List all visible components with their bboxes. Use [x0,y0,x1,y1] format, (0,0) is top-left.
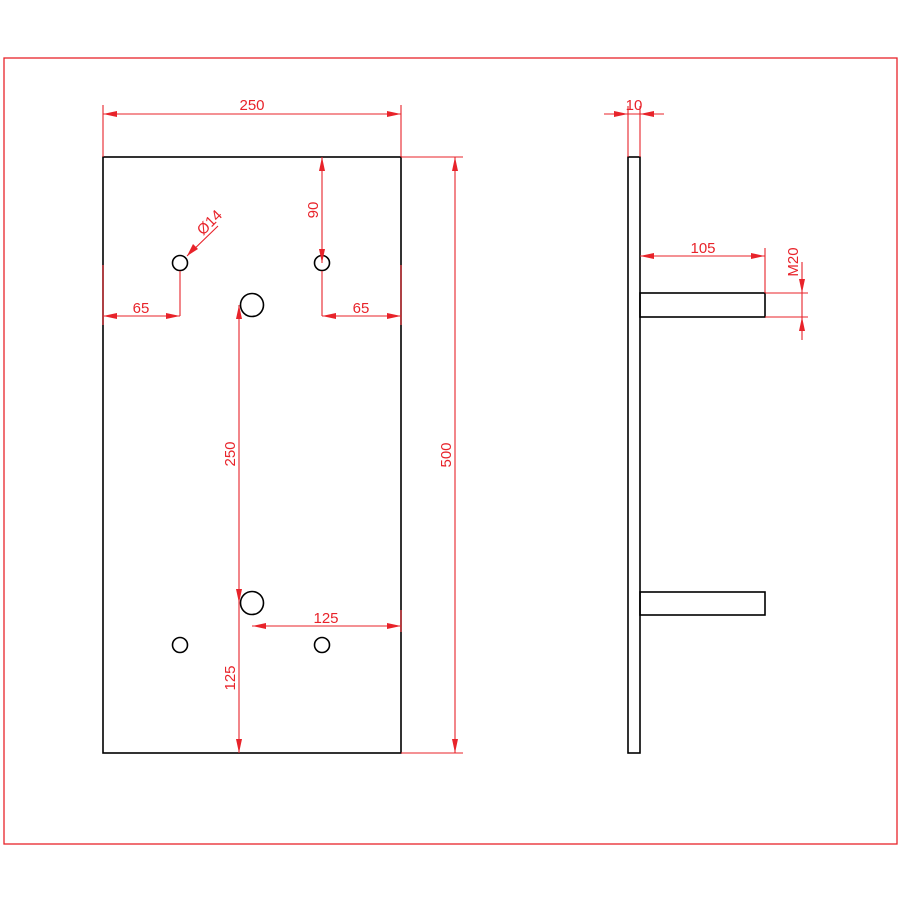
dim-text-height: 500 [438,442,455,467]
anchor-hole-top-left [171,254,189,272]
anchor-hole-bottom-right [313,636,331,654]
dimension-stud-offset-right: 125 [252,610,402,632]
dim-text-hole-offset-right: 65 [353,300,370,317]
dim-text-width: 250 [239,97,264,114]
stud-bottom [239,590,265,616]
dim-text-plate-thickness: 10 [626,97,643,114]
dim-text-stud-length: 105 [690,240,715,257]
dim-text-hole-offset-left: 65 [133,300,150,317]
dimension-stud-offset-bottom: 125 [222,603,242,753]
side-view: 10 105 M20 [604,97,808,754]
dim-text-hole-offset-top: 90 [305,202,322,219]
dim-text-stud-thread: M20 [785,247,802,276]
dimension-stud-thread: M20 [765,247,808,340]
dim-text-hole-diameter: Ø14 [194,207,226,239]
stud-bottom-side [639,591,766,616]
side-plate-outline [627,156,641,754]
dim-text-stud-offset-right: 125 [313,610,338,627]
dim-text-stud-spacing: 250 [222,441,239,466]
front-view: 250 500 Ø14 65 [102,97,463,754]
dimension-hole-offset-left: 65 [102,265,181,325]
dimension-hole-diameter: Ø14 [186,207,226,257]
dimension-hole-offset-right: 65 [321,265,402,325]
dimension-width: 250 [102,97,402,157]
dim-text-stud-offset-bottom: 125 [222,665,239,690]
drawing-border [3,57,898,845]
anchor-hole-bottom-left [171,636,189,654]
stud-top [239,292,265,318]
dimension-stud-length: 105 [640,240,766,293]
base-plate-outline [102,156,402,754]
dimension-stud-spacing: 250 [222,305,242,603]
dimension-hole-offset-top: 90 [305,157,325,263]
stud-top-side [639,292,766,318]
dimension-plate-thickness: 10 [604,97,664,157]
dimension-height: 500 [401,156,463,754]
